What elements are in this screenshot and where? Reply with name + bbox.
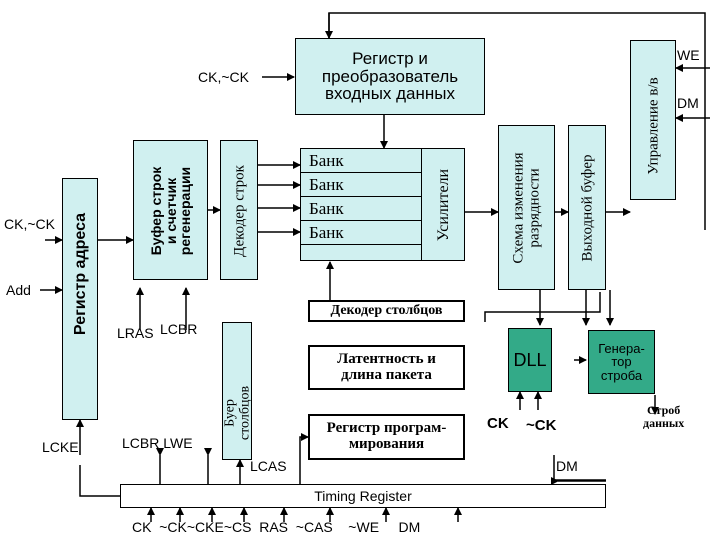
input-register-line-3: входных данных xyxy=(324,84,456,104)
mode-register-line-1: Регистр програм- xyxy=(326,420,447,437)
row-buffer-label: Буфер строк и счетчик регенерации xyxy=(147,166,194,256)
io-control-label: Управление в/в xyxy=(645,77,662,175)
label-dm-right: DM xyxy=(677,95,699,111)
label-lcke: LCKE xyxy=(42,439,79,455)
label-lcbr-top: LCBR xyxy=(160,321,198,337)
column-decoder-label: Декодер столбцов xyxy=(330,303,443,318)
label-strobe-out: Строб данных xyxy=(643,404,684,429)
amplifiers-label: Усилители xyxy=(435,168,452,242)
output-buffer-label: Выходной буфер xyxy=(579,154,596,262)
label-add: Add xyxy=(6,282,31,298)
strobe-gen-line-1: Генера- xyxy=(598,340,645,356)
dll-label: DLL xyxy=(513,349,547,370)
bank-1: Банк xyxy=(301,149,421,173)
input-data-register: Регистр и преобразователь входных данных xyxy=(295,38,485,115)
latency-burst-length: Латентность и длина пакета xyxy=(308,345,465,390)
row-buffer-line-1: Буфер строк xyxy=(147,166,164,256)
label-ck-top: CK,~CK xyxy=(198,69,249,85)
timing-register: Timing Register xyxy=(120,484,606,508)
column-decoder: Декодер столбцов xyxy=(308,300,465,322)
width-scheme-label: Схема изменения разрядности xyxy=(510,152,543,264)
width-scheme-line-1: Схема изменения xyxy=(510,152,527,264)
column-buffer: Буер столбцов xyxy=(222,322,252,460)
strobe-gen-line-2: тор xyxy=(611,354,632,370)
row-decoder-label: Декодер строк xyxy=(231,165,248,257)
label-we: WE xyxy=(677,47,700,63)
label-dm-bottom: DM xyxy=(556,458,578,474)
input-register-line-2: преобразователь xyxy=(321,66,459,86)
output-buffer: Выходной буфер xyxy=(568,125,606,290)
row-buffer-refresh-counter: Буфер строк и счетчик регенерации xyxy=(133,140,208,280)
label-nck-dll: ~CK xyxy=(526,417,557,434)
column-buffer-line-1: Буер xyxy=(222,399,238,427)
column-buffer-label: Буер столбцов xyxy=(222,385,252,441)
bank-3: Банк xyxy=(301,197,421,221)
column-buffer-line-2: столбцов xyxy=(237,385,252,441)
timing-register-label: Timing Register xyxy=(314,488,412,504)
bank-4: Банк xyxy=(301,221,421,245)
strobe-generator: Генера- тор строба xyxy=(588,330,655,394)
address-register-label: Регистр адреса xyxy=(72,212,89,336)
dll-block: DLL xyxy=(508,328,552,392)
label-bottom-signals: CK ~CK~CKE~CS RAS ~CAS ~WE DM xyxy=(132,519,421,535)
width-scheme-line-2: разрядности xyxy=(526,168,542,248)
row-buffer-line-2: и счетчик xyxy=(162,177,179,245)
label-lras: LRAS xyxy=(117,325,154,341)
label-lcbr-lwe: LCBR LWE xyxy=(122,435,193,451)
amp-divider xyxy=(421,149,422,260)
memory-banks: Банк Банк Банк Банк Усилители xyxy=(300,148,465,261)
mode-register: Регистр програм- мирования xyxy=(308,414,465,460)
label-lcas: LCAS xyxy=(250,458,287,474)
latency-line-2: длина пакета xyxy=(341,366,432,383)
strobe-out-line-1: Строб xyxy=(647,403,681,417)
latency-line-1: Латентность и xyxy=(337,350,436,367)
label-ck-dll: CK xyxy=(487,415,509,432)
io-control: Управление в/в xyxy=(630,40,676,200)
label-ck-left: CK,~CK xyxy=(4,216,55,232)
width-change-scheme: Схема изменения разрядности xyxy=(498,125,555,290)
row-decoder: Декодер строк xyxy=(220,140,258,280)
mode-register-line-2: мирования xyxy=(348,436,425,452)
input-register-line-1: Регистр и xyxy=(352,48,428,68)
address-register: Регистр адреса xyxy=(62,178,98,420)
bank-2: Банк xyxy=(301,173,421,197)
strobe-gen-line-3: строба xyxy=(600,367,643,383)
row-buffer-line-3: регенерации xyxy=(177,166,194,256)
strobe-out-line-2: данных xyxy=(643,415,685,430)
